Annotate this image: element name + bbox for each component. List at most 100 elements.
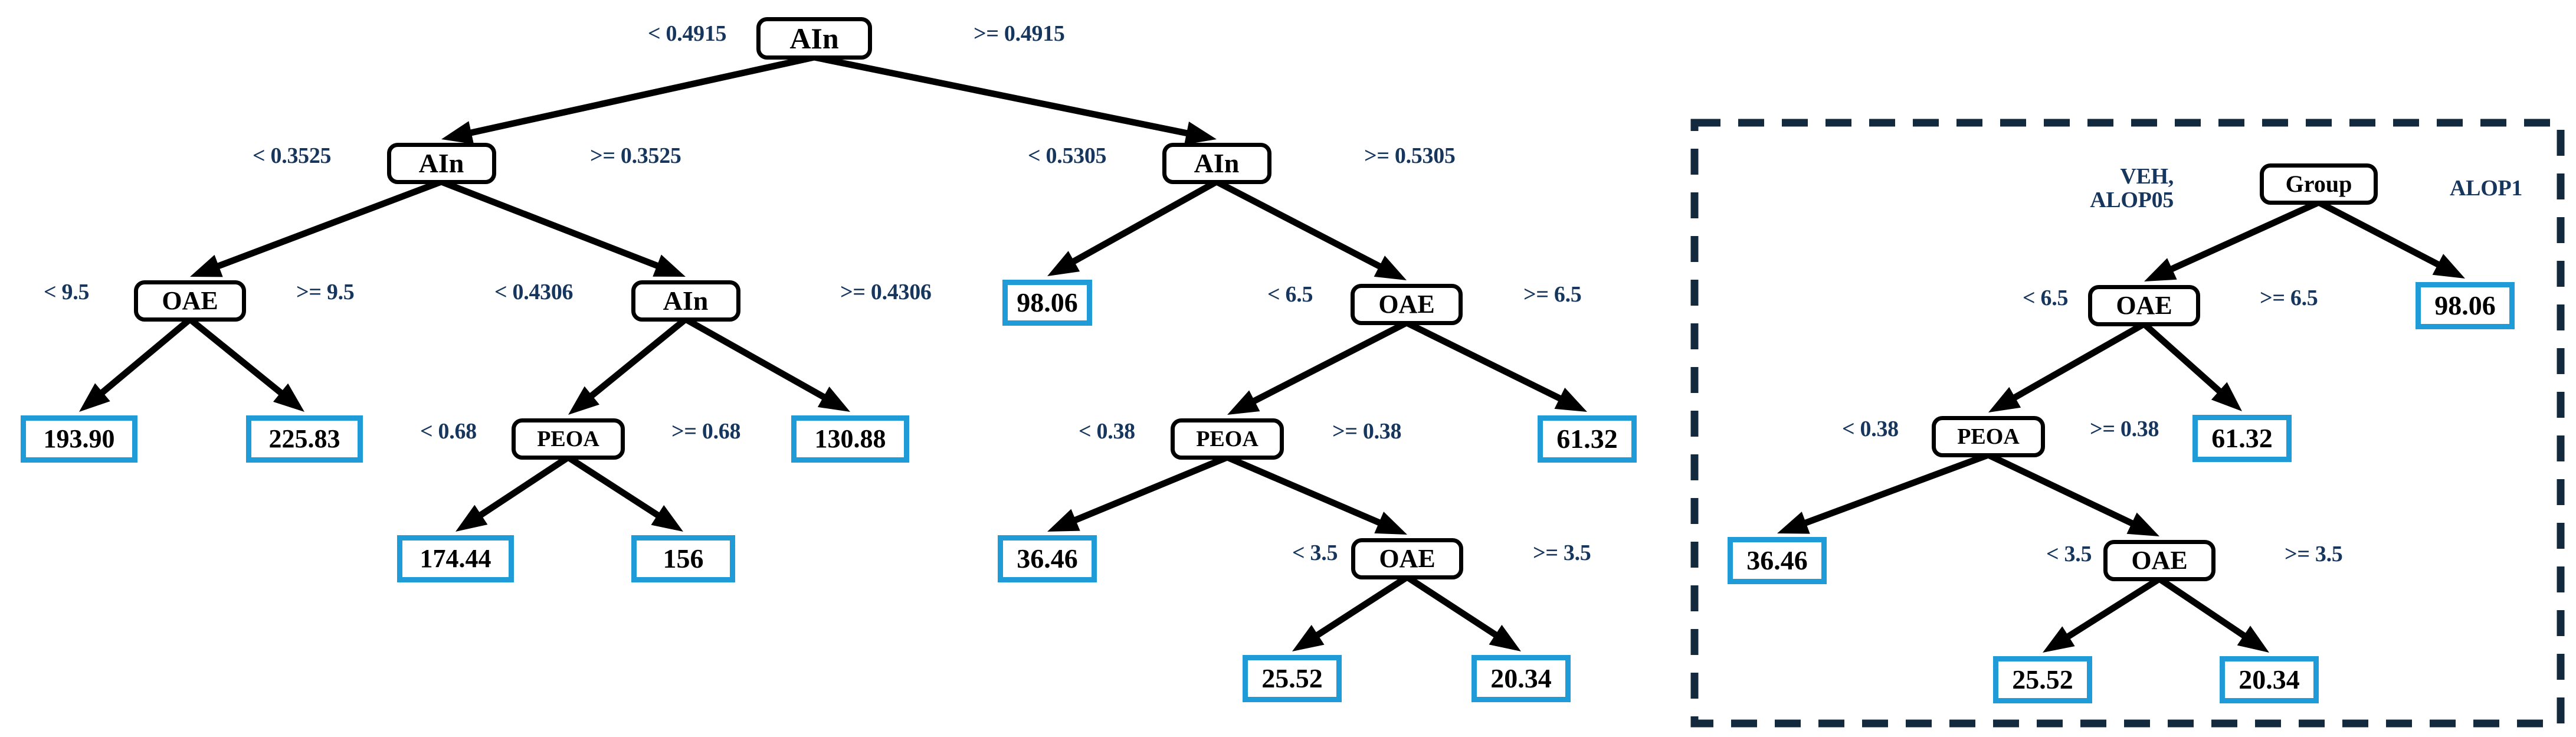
edge-arrowhead	[1374, 256, 1407, 280]
leaf-node-98-06: 98.06	[1002, 280, 1092, 326]
decision-node-oae: OAE	[1351, 284, 1463, 325]
leaf-node-130-88: 130.88	[791, 415, 909, 463]
edge-arrowhead	[817, 386, 850, 412]
leaf-node-174-44: 174.44	[397, 535, 514, 582]
leaf-node-193-90: 193.90	[21, 415, 137, 463]
edge-condition-label: >= 3.5	[1533, 541, 1591, 565]
edge-arrowhead	[2126, 512, 2159, 536]
tree-edge	[1061, 454, 1229, 529]
decision-node-peoa: PEOA	[1932, 416, 2045, 457]
edge-arrowhead	[568, 386, 599, 415]
tree-edge	[2055, 576, 2161, 647]
edge-condition-label: >= 3.5	[2285, 542, 2343, 566]
edge-arrowhead	[2043, 626, 2075, 653]
edge-condition-label: >= 0.3525	[590, 143, 681, 168]
leaf-node-61-32: 61.32	[1538, 415, 1637, 463]
tree-edge	[813, 54, 1201, 139]
tree-edge	[2157, 576, 2257, 646]
edge-condition-label: < 0.38	[1842, 417, 1899, 441]
decision-node-ain: AIn	[631, 280, 740, 322]
decision-node-peoa: PEOA	[1171, 418, 1284, 460]
decision-node-ain: AIn	[386, 143, 496, 184]
edge-condition-label: < 3.5	[2046, 542, 2092, 566]
edge-arrowhead	[441, 121, 474, 145]
edge-condition-label: >= 6.5	[2260, 286, 2318, 310]
edge-condition-label: < 6.5	[1267, 282, 1313, 307]
edge-condition-label: ALOP1	[2450, 176, 2523, 201]
tree-edge	[1060, 179, 1218, 271]
edge-arrowhead	[455, 505, 488, 532]
decision-node-peoa: PEOA	[512, 418, 625, 460]
tree-edge	[188, 316, 294, 404]
tree-edge	[1225, 454, 1393, 531]
tree-edge	[1791, 451, 1990, 531]
edge-condition-label: < 0.4306	[494, 280, 573, 304]
edge-arrowhead	[1374, 512, 1407, 535]
decision-node-oae: OAE	[134, 280, 246, 322]
edge-condition-label: >= 0.4915	[974, 21, 1065, 46]
tree-edge	[457, 54, 815, 139]
edge-arrowhead	[1292, 624, 1325, 651]
edge-arrowhead	[1554, 388, 1587, 412]
tree-edge	[1405, 574, 1509, 645]
edge-arrowhead	[190, 254, 223, 277]
edge-condition-label: < 6.5	[2023, 286, 2069, 310]
edge-condition-label: >= 0.38	[2090, 417, 2159, 441]
edge-condition-label: < 3.5	[1292, 541, 1338, 565]
tree-edge	[2001, 321, 2146, 407]
leaf-node-20-34: 20.34	[2220, 656, 2319, 703]
edge-condition-label: < 0.68	[420, 419, 477, 444]
edge-condition-label: >= 0.5305	[1364, 143, 1456, 168]
tree-edge	[440, 178, 671, 274]
decision-node-oae: OAE	[2103, 540, 2216, 581]
tree-edge	[684, 316, 837, 407]
tree-edge	[566, 454, 671, 526]
tree-edge	[1405, 320, 1574, 408]
edge-condition-label: < 0.5305	[1028, 143, 1107, 168]
edge-arrowhead	[1047, 251, 1080, 276]
edge-arrowhead	[651, 505, 683, 532]
tree-edge	[204, 178, 443, 274]
tree-edge	[1240, 320, 1408, 410]
edge-condition-label: >= 0.4306	[840, 280, 932, 304]
tree-edge	[467, 454, 571, 525]
decision-node-oae: OAE	[2088, 285, 2200, 326]
edge-arrowhead	[1489, 624, 1521, 651]
leaf-node-36-46: 36.46	[1728, 537, 1827, 584]
edge-arrowhead	[1227, 390, 1260, 415]
leaf-node-156: 156	[631, 535, 735, 582]
edge-condition-label: >= 9.5	[296, 280, 355, 304]
edge-arrowhead	[1047, 509, 1080, 532]
edge-condition-label: >= 0.38	[1332, 419, 1402, 444]
decision-node-ain: AIn	[756, 17, 872, 60]
edge-condition-label: < 9.5	[44, 280, 90, 304]
edge-condition-label: >= 0.68	[671, 419, 741, 444]
edge-condition-label: >= 6.5	[1523, 282, 1582, 307]
tree-edge	[90, 316, 192, 404]
edge-arrowhead	[2237, 625, 2269, 653]
edge-arrowhead	[653, 254, 686, 277]
tree-edge	[2142, 321, 2232, 403]
edge-condition-label: < 0.4915	[648, 21, 727, 46]
leaf-node-98-06: 98.06	[2416, 282, 2515, 329]
leaf-node-36-46: 36.46	[998, 535, 1097, 582]
decision-node-group: Group	[2260, 163, 2378, 205]
tree-edge	[2158, 199, 2321, 278]
edge-arrowhead	[2211, 382, 2242, 411]
leaf-node-25-52: 25.52	[1243, 655, 1342, 702]
edge-arrowhead	[79, 383, 110, 412]
leaf-node-61-32: 61.32	[2192, 415, 2292, 462]
edge-arrowhead	[273, 383, 304, 412]
leaf-node-25-52: 25.52	[1993, 656, 2092, 703]
edge-condition-label: < 0.3525	[253, 143, 332, 168]
tree-edge	[1987, 452, 2146, 532]
tree-edge	[1305, 574, 1409, 646]
edge-arrowhead	[1184, 122, 1217, 145]
leaf-node-225-83: 225.83	[246, 415, 363, 463]
tree-edge	[579, 316, 688, 407]
edge-arrowhead	[1988, 386, 2021, 412]
leaf-node-20-34: 20.34	[1471, 655, 1571, 702]
tree-edge	[2317, 199, 2452, 274]
